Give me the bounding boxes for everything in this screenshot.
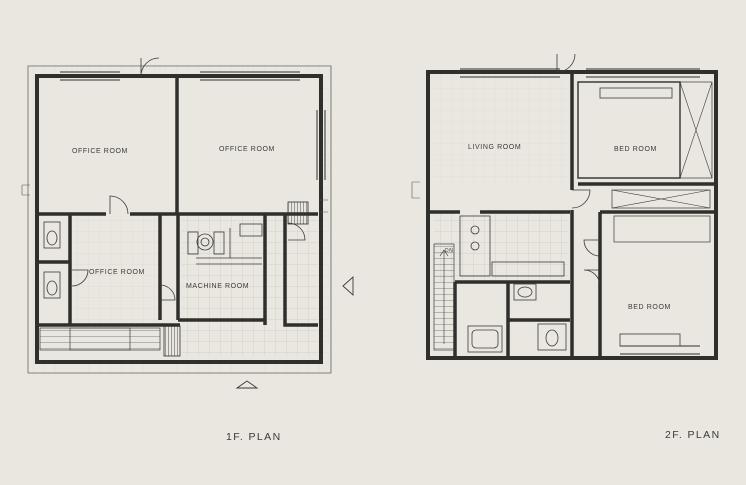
floor-tiling xyxy=(434,214,568,282)
grid-ticks xyxy=(21,184,328,213)
interior-walls xyxy=(430,74,714,356)
stair xyxy=(39,327,161,351)
entry-arrow-icon xyxy=(342,275,354,297)
room-label-office-1: OFFICE ROOM xyxy=(72,148,128,155)
void-cross xyxy=(611,189,711,209)
void xyxy=(613,215,711,243)
grid-ticks xyxy=(411,181,420,199)
void xyxy=(611,189,711,209)
plan-2f: LIVING ROOM BED ROOM BED ROOM DN 2F. PLA… xyxy=(411,53,721,441)
room-label-office-3: OFFICE ROOM xyxy=(89,269,145,276)
closet xyxy=(679,81,713,179)
bathroom-fixtures xyxy=(467,283,567,353)
sanitary-fixtures xyxy=(43,221,61,299)
bed-furniture xyxy=(599,87,681,347)
machine-equipment xyxy=(187,223,263,265)
room-label-living: LIVING ROOM xyxy=(468,144,521,151)
room-label-bed-1: BED ROOM xyxy=(614,146,657,153)
hatched-pier xyxy=(163,325,181,357)
room-label-bed-2: BED ROOM xyxy=(628,304,671,311)
stair xyxy=(69,327,131,351)
plan-title-1f: 1F. PLAN xyxy=(226,431,282,443)
kitchen-counter xyxy=(459,215,565,277)
hatched-pier xyxy=(287,201,309,225)
doors xyxy=(556,53,601,287)
closet-cross xyxy=(679,81,713,179)
floor-tiling xyxy=(182,216,318,356)
plan-1f: OFFICE ROOM OFFICE ROOM OFFICE ROOM MACH… xyxy=(21,57,354,443)
room-label-machine: MACHINE ROOM xyxy=(186,283,249,290)
interior-walls xyxy=(39,78,318,327)
room-label-office-2: OFFICE ROOM xyxy=(219,146,275,153)
plan-title-2f: 2F. PLAN xyxy=(665,429,721,441)
stair-dn-label: DN xyxy=(445,248,453,254)
entry-arrow-icon xyxy=(235,380,259,389)
windows xyxy=(60,71,326,180)
stair-direction xyxy=(439,249,449,344)
floor-tiling xyxy=(430,74,570,184)
